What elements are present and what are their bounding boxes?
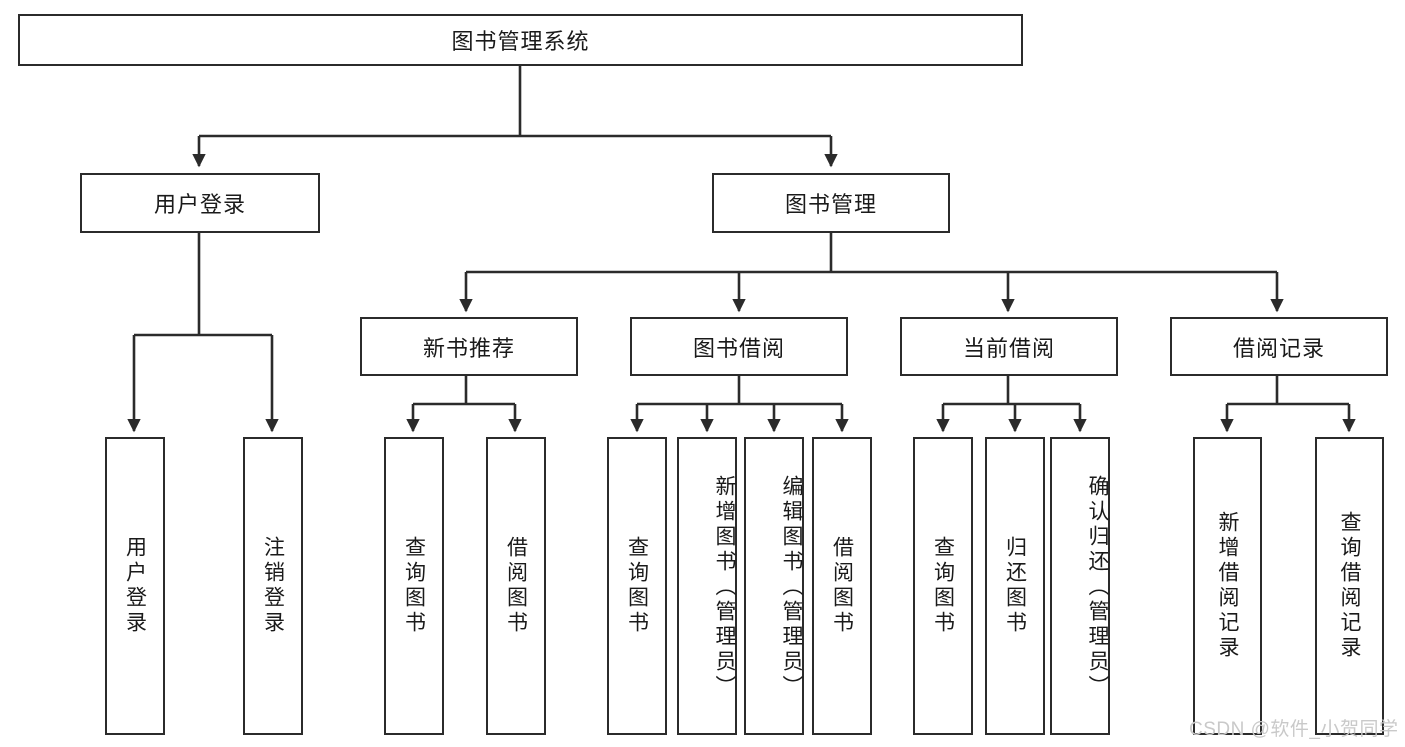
node-book-borrow[interactable]: 图书借阅 bbox=[630, 317, 848, 376]
node-new-book-recommend[interactable]: 新书推荐 bbox=[360, 317, 578, 376]
leaf-add-borrow-record[interactable]: 新增借阅记录 bbox=[1193, 437, 1262, 735]
leaf-confirm-return-admin[interactable]: 确认归还（管理员） bbox=[1050, 437, 1110, 735]
leaf-borrow-book-recommend[interactable]: 借阅图书 bbox=[486, 437, 546, 735]
leaf-return-book[interactable]: 归还图书 bbox=[985, 437, 1045, 735]
node-root[interactable]: 图书管理系统 bbox=[18, 14, 1023, 66]
leaf-query-book-recommend[interactable]: 查询图书 bbox=[384, 437, 444, 735]
leaf-logout-login[interactable]: 注销登录 bbox=[243, 437, 303, 735]
node-borrow-record[interactable]: 借阅记录 bbox=[1170, 317, 1388, 376]
node-current-borrow[interactable]: 当前借阅 bbox=[900, 317, 1118, 376]
leaf-query-book-borrow[interactable]: 查询图书 bbox=[607, 437, 667, 735]
node-book-management[interactable]: 图书管理 bbox=[712, 173, 950, 233]
leaf-query-borrow-record[interactable]: 查询借阅记录 bbox=[1315, 437, 1384, 735]
node-user-login[interactable]: 用户登录 bbox=[80, 173, 320, 233]
leaf-borrow-book-borrow[interactable]: 借阅图书 bbox=[812, 437, 872, 735]
leaf-user-login[interactable]: 用户登录 bbox=[105, 437, 165, 735]
leaf-add-book-admin[interactable]: 新增图书（管理员） bbox=[677, 437, 737, 735]
leaf-query-book-current[interactable]: 查询图书 bbox=[913, 437, 973, 735]
leaf-edit-book-admin[interactable]: 编辑图书（管理员） bbox=[744, 437, 804, 735]
